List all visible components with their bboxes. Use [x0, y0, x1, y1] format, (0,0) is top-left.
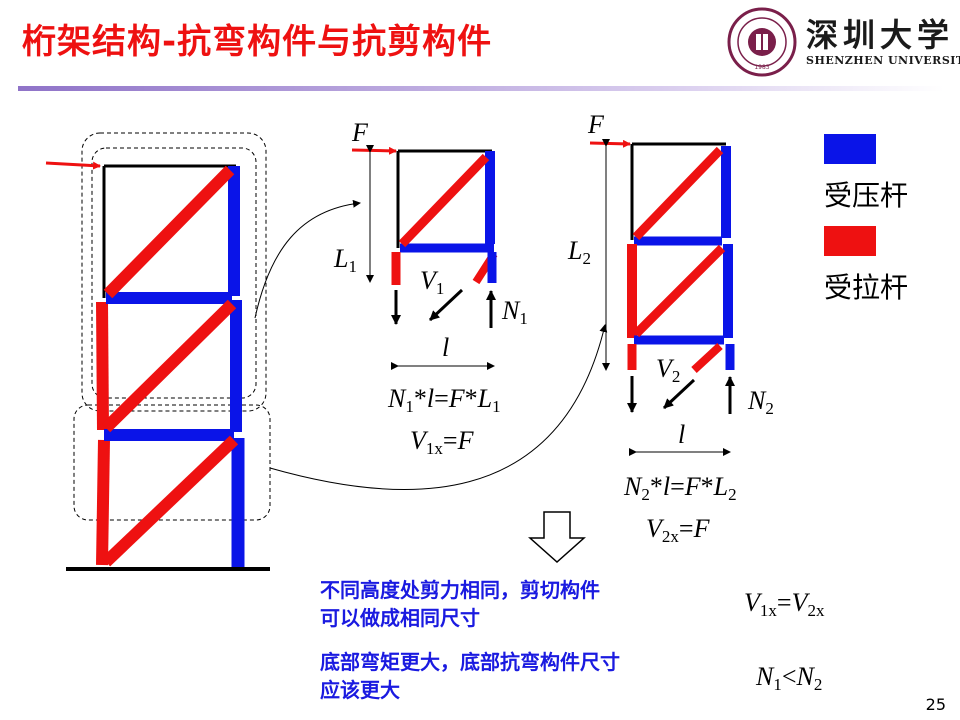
diagonal-middle	[101, 299, 237, 433]
cut-outline-upper-outer	[81, 132, 267, 412]
mid-moment-equation: N1*l=F*L1	[388, 384, 501, 416]
mid-shear-equation: V1x=F	[410, 426, 474, 458]
legend-compression-label: 受压杆	[824, 179, 909, 212]
left-force-arrow	[45, 161, 101, 170]
connector-curve-upper	[254, 199, 361, 319]
mid-height-label: L1	[334, 244, 357, 276]
right-normal-label: N2	[748, 386, 774, 418]
mid-force-label: F	[352, 118, 368, 147]
cut-outline-upper-inner	[91, 147, 257, 399]
right-moment-equation: N2*l=F*L2	[624, 472, 737, 504]
cut-outline-lower	[73, 404, 271, 521]
middle-free-body	[351, 145, 498, 370]
right-shear-label: V2	[656, 354, 681, 386]
right-force-arrow	[589, 139, 631, 148]
legend-tension-swatch	[824, 226, 876, 256]
right-width-label: l	[678, 420, 686, 449]
right-diagonal-bottom	[632, 244, 726, 338]
right-force-label: F	[588, 110, 604, 139]
mid-force-arrow	[351, 146, 397, 155]
right-height-label: L2	[568, 236, 591, 268]
university-seal-logo: 1983	[727, 7, 797, 77]
left-column-middle	[96, 301, 109, 431]
hollow-down-arrow-icon	[528, 511, 586, 564]
note-bending: 底部弯矩更大，底部抗弯构件尺寸 应该更大	[320, 650, 620, 702]
mid-width-label: l	[442, 333, 450, 362]
university-name-cn: 深圳大学	[806, 16, 955, 54]
title-rule	[18, 86, 944, 91]
diagonal-top	[103, 165, 235, 299]
left-truss	[45, 132, 271, 571]
right-diagonal-top	[632, 146, 724, 241]
diagonal-bottom	[101, 435, 239, 567]
legend-compression-swatch	[824, 134, 876, 164]
page-number: 25	[925, 695, 946, 714]
note-shear: 不同高度处剪力相同，剪切构件 可以做成相同尺寸	[320, 578, 600, 630]
slide-title: 桁架结构-抗弯构件与抗剪构件	[22, 22, 493, 62]
right-free-body	[589, 139, 735, 456]
mid-normal-label: N1	[502, 296, 528, 328]
right-shear-equation: V2x=F	[646, 514, 710, 546]
legend-tension-label: 受拉杆	[824, 271, 909, 304]
svg-text:1983: 1983	[754, 64, 769, 71]
university-name-en: SHENZHEN UNIVERSITY	[806, 54, 960, 67]
mid-shear-label: V1	[420, 266, 445, 298]
mid-diagonal	[398, 153, 490, 248]
right-shear-arrow	[662, 378, 696, 410]
connector-curve-lower	[269, 324, 608, 491]
mid-shear-arrow	[428, 288, 464, 322]
conclusion-normal-less: N1<N2	[756, 662, 823, 694]
conclusion-shear-equal: V1x=V2x	[744, 588, 825, 620]
right-diagonal-stub	[691, 343, 723, 373]
left-column-bottom	[96, 439, 110, 566]
